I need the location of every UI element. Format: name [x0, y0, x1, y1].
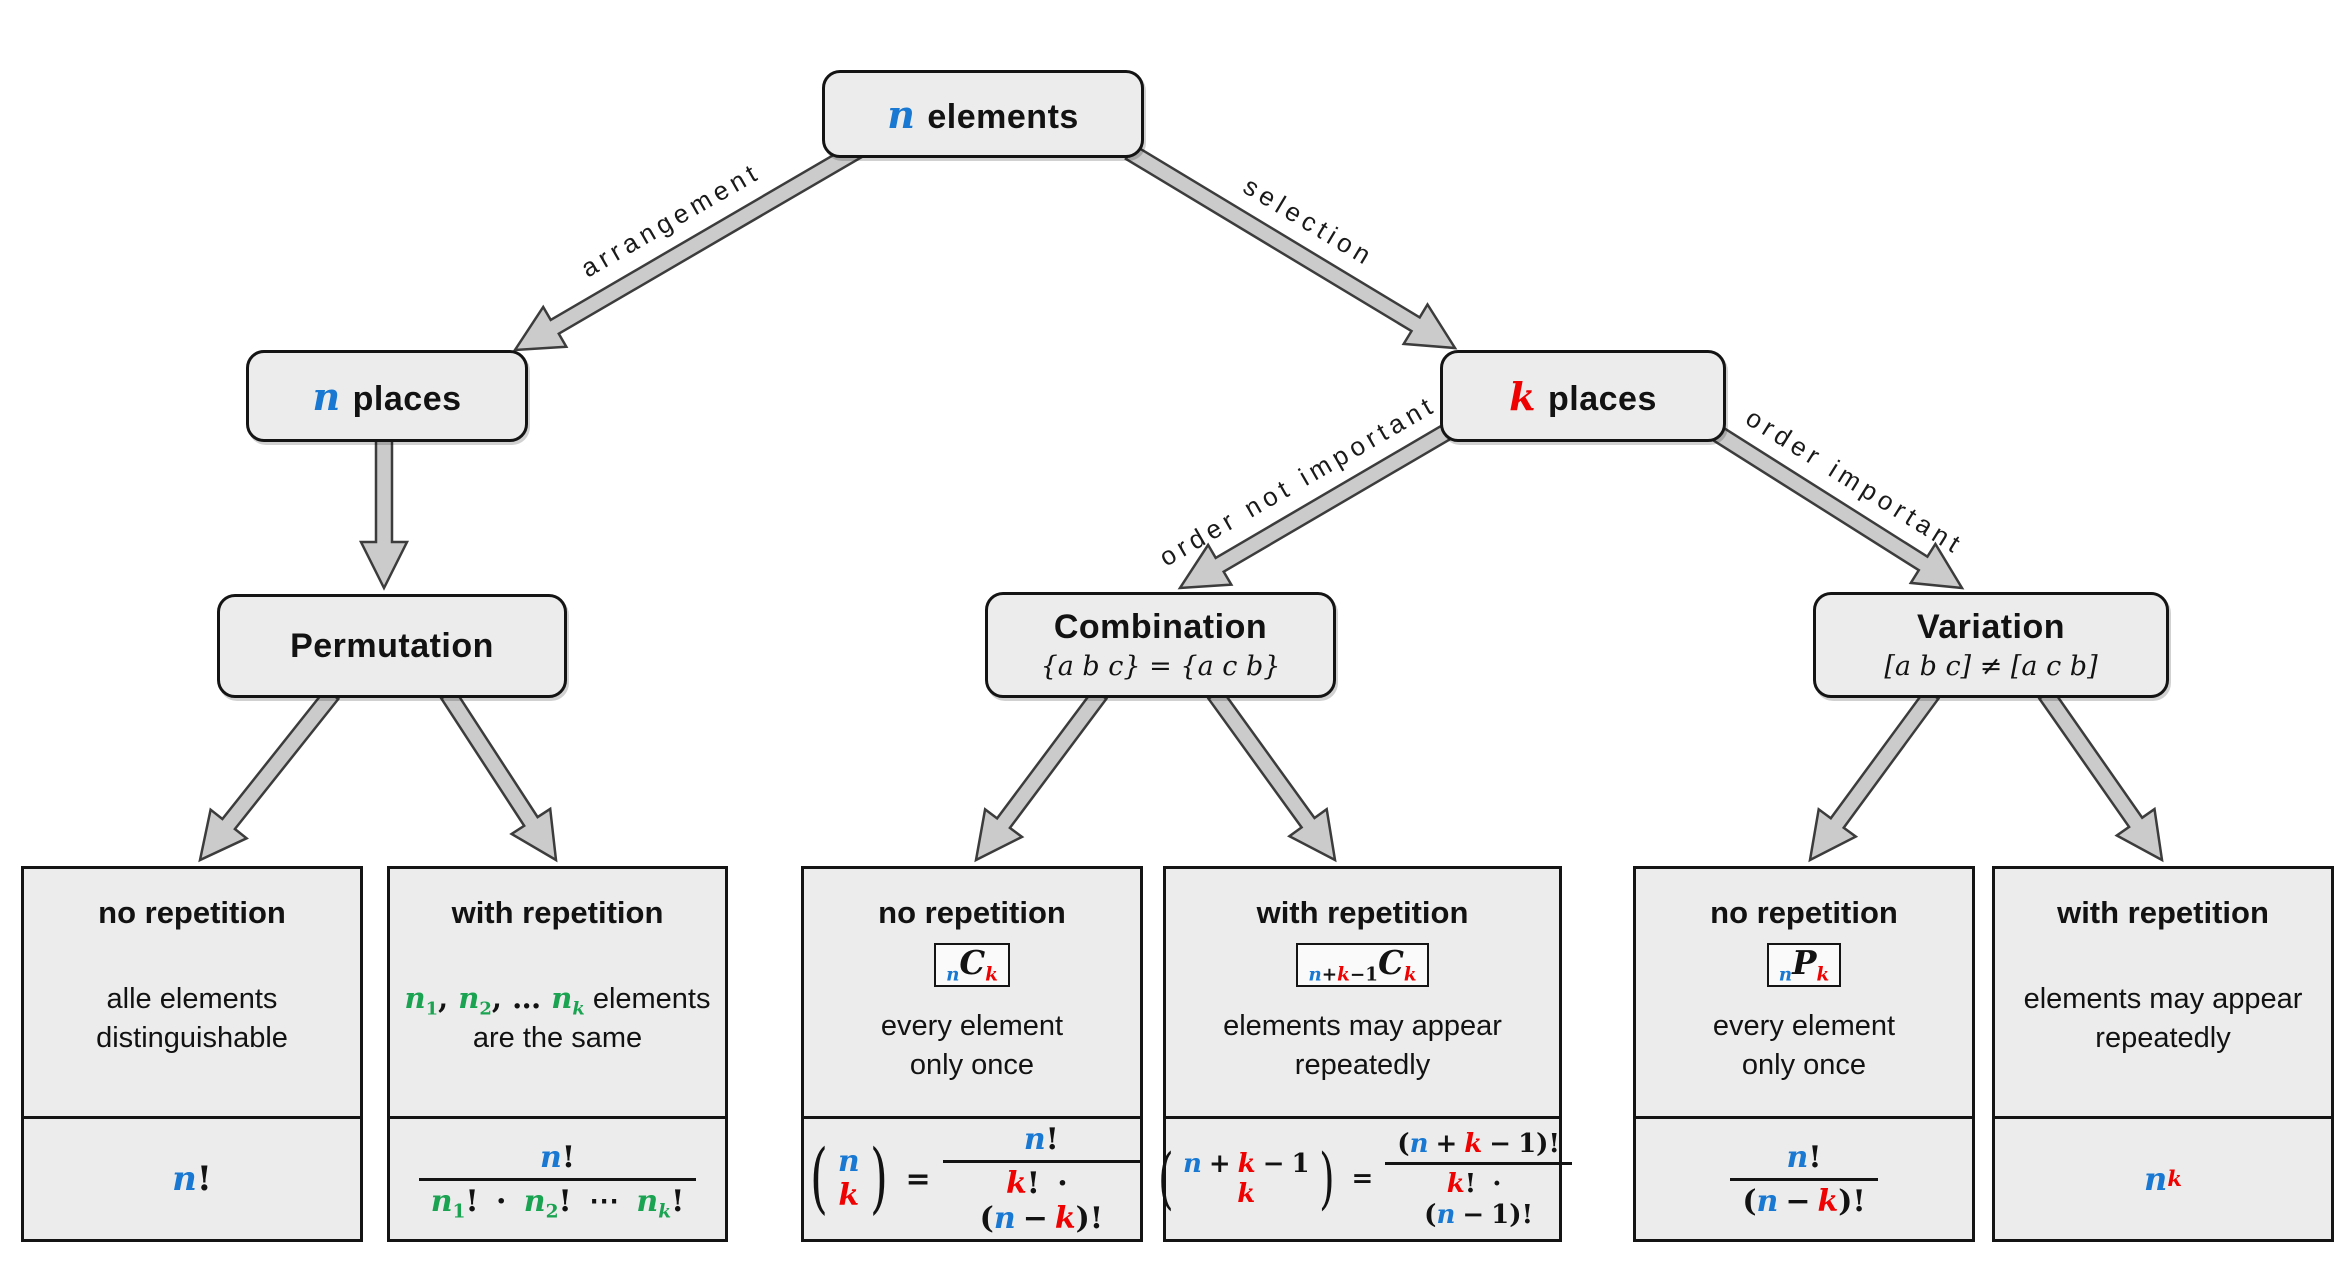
formula-multinomial: n! n1! · n2! ⋯ nk! [390, 1116, 725, 1239]
arrow-comb-with-rep [1206, 687, 1337, 863]
formula-multiset-binomial: ( n+k−1 k ) = (n+k−1)! k! · (n−1)! [1158, 1116, 1572, 1239]
formula-n-factorial: n! [24, 1116, 360, 1239]
arrow-order-not-important [1177, 421, 1456, 590]
combination-example: {a b c} = {a c b} [1040, 651, 1281, 682]
arrow-order-important [1705, 421, 1965, 590]
arrow-perm-with-rep [439, 687, 558, 863]
leaf-permutation-with-repetition: with repetition n1, n2, … nk elements ar… [387, 866, 728, 1242]
arrow-perm-no-rep [198, 687, 341, 863]
arrow-selection [1124, 143, 1458, 350]
formula-falling-factorial: n! (n−k)! [1636, 1116, 1972, 1239]
arrow-comb-no-rep [974, 687, 1109, 863]
leaf-variation-with-repetition: with repetition elements may appear repe… [1992, 866, 2334, 1242]
var-n: n [887, 91, 916, 137]
badge-n-plus-k-minus-1-C-k: n+k−1Ck [1296, 943, 1429, 987]
badge-nCk: nCk [934, 943, 1010, 987]
var-n: n [312, 373, 341, 419]
leaf-combination-with-repetition: with repetition n+k−1Ck elements may app… [1158, 866, 1572, 1242]
node-combination: Combination {a b c} = {a c b} [985, 592, 1336, 698]
arrow-arrangement [512, 141, 864, 352]
arrow-n-places-permutation [358, 436, 410, 591]
leaf-permutation-no-repetition: no repetition alle elements distinguisha… [21, 866, 363, 1242]
leaf-combination-no-repetition: no repetition nCk every element only onc… [801, 866, 1143, 1242]
arrow-var-no-rep [1808, 687, 1941, 863]
leaf-variation-no-repetition: no repetition nPk every element only onc… [1633, 866, 1975, 1242]
variation-example: [a b c] ≠ [a c b] [1884, 651, 2098, 682]
var-k: k [1509, 373, 1537, 419]
arrow-var-with-rep [2037, 687, 2164, 863]
node-variation: Variation [a b c] ≠ [a c b] [1813, 592, 2169, 698]
node-permutation: Permutation [217, 594, 567, 698]
badge-nPk: nPk [1766, 943, 1842, 987]
